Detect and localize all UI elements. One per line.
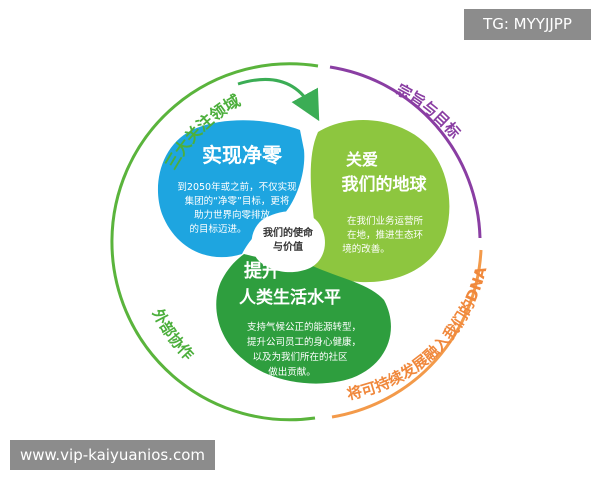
- lime-lobe-title-2: 我们的地球: [342, 174, 428, 195]
- lobe-lime: [300, 120, 450, 283]
- green-lobe-body-3: 以及为我们所在的社区: [252, 351, 348, 363]
- green-lobe-title-1: 提升: [244, 260, 280, 282]
- lime-lobe-body-3: 境的改善。: [342, 243, 390, 255]
- ring-arc-purple: [329, 65, 482, 239]
- blue-lobe-body-4: 的目标迈进。: [189, 223, 246, 235]
- center-blob: [251, 211, 325, 273]
- blue-lobe-body-1: 到2050年或之前，不仅实现: [177, 181, 297, 193]
- green-lobe-body-2: 提升公司员工的身心健康，: [247, 336, 361, 348]
- lime-lobe-body-1: 在我们业务运营所: [347, 215, 424, 227]
- ring-label-left: 外部协作: [148, 305, 197, 364]
- ring-arc-green: [110, 62, 319, 422]
- center-text-line1: 我们的使命: [263, 226, 314, 239]
- lime-lobe-title-1: 关爱: [346, 150, 378, 169]
- green-lobe-body-4: 做出贡献。: [268, 366, 316, 378]
- blue-lobe-title: 实现净零: [202, 143, 283, 167]
- green-lobe-title-2: 人类生活水平: [239, 287, 341, 308]
- blue-lobe-body-2: 集团的“净零”目标，更将: [185, 195, 290, 207]
- lobe-green: [216, 254, 391, 384]
- blue-lobe-body-3: 助力世界向零排放: [194, 209, 271, 221]
- green-lobe-body-1: 支持气候公正的能源转型，: [247, 321, 361, 333]
- ring-arc-orange: [331, 249, 483, 419]
- curved-arrow-icon: [237, 77, 320, 122]
- watermark-url: www.vip-kaiyuanios.com: [10, 440, 215, 470]
- lime-lobe-body-2: 在地，推进生态环: [347, 229, 423, 241]
- watermark-tag: TG: MYYJJPP: [464, 9, 591, 40]
- center-text-line2: 与价值: [273, 240, 303, 253]
- ring-label-left-text: 外部协作: [148, 305, 197, 364]
